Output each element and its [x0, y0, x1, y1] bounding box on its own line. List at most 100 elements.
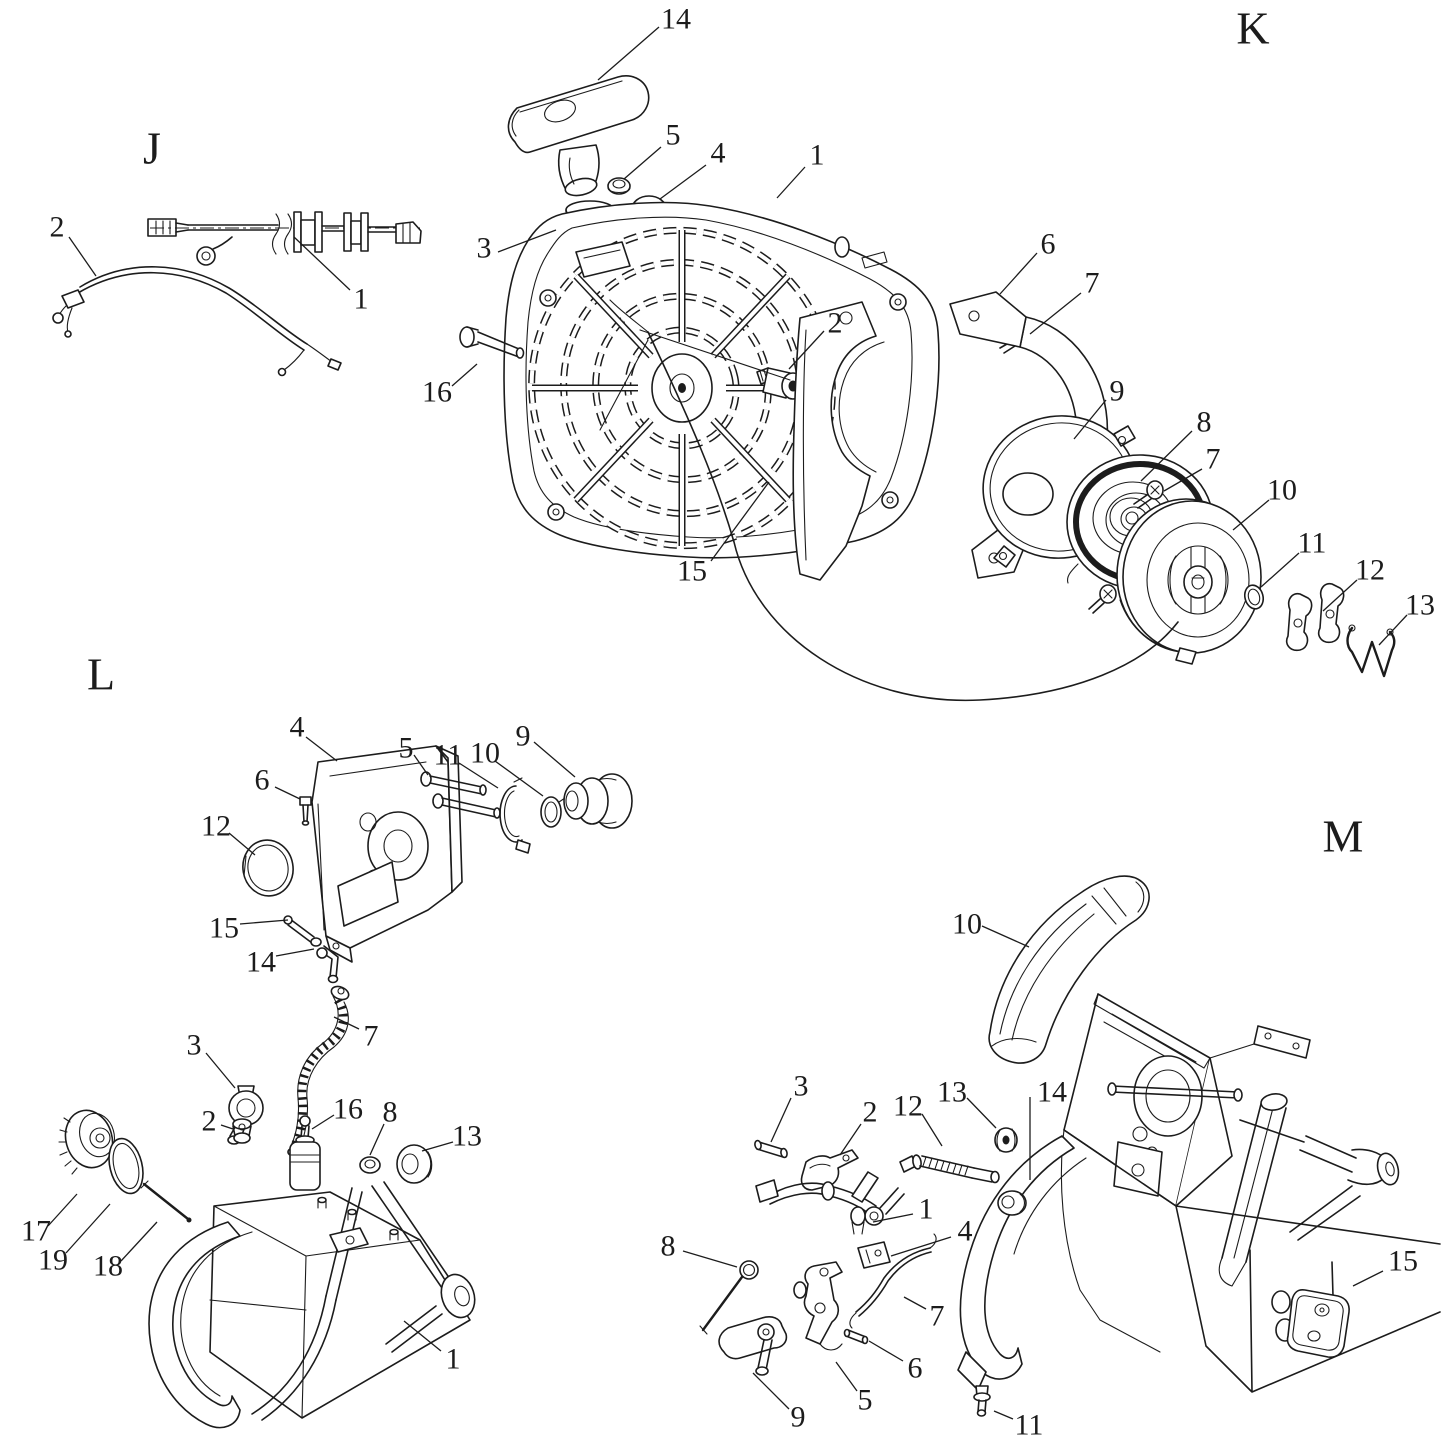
- leader-line-k-10: [1232, 499, 1270, 531]
- callout-l-3-primer-base: 3: [187, 1029, 202, 1062]
- leader-line-k-14: [597, 26, 660, 81]
- rope-rotor-drawing: [1116, 498, 1262, 665]
- callout-l-17-fuel-cap: 17: [21, 1215, 51, 1248]
- leader-line-l-5: [413, 754, 429, 776]
- leader-line-l-4: [305, 736, 338, 762]
- callout-l-10-sealing-ring: 10: [470, 737, 500, 770]
- leader-line-m-12: [921, 1113, 943, 1147]
- leader-line-m-13: [966, 1097, 997, 1129]
- stop-switch-drawing: [1271, 1289, 1350, 1358]
- leader-line-m-10: [981, 925, 1030, 948]
- seal-drawing: [359, 1156, 381, 1174]
- mounting-bracket-drawing: [311, 745, 463, 963]
- tank-housing-drawing: [148, 1181, 476, 1429]
- grommet-14-drawing: [997, 1190, 1027, 1216]
- callout-k-1-starter-housing: 1: [810, 139, 825, 172]
- leader-line-l-8: [369, 1123, 385, 1156]
- callout-m-5-throttle-latch: 5: [858, 1384, 873, 1417]
- callout-k-13-pawl-spring: 13: [1405, 589, 1435, 622]
- leader-line-k-7: [1163, 468, 1203, 492]
- leader-line-k-16: [451, 363, 478, 387]
- callout-l-7-fuel-hose: 7: [364, 1020, 379, 1053]
- callout-k-5-bushing: 5: [666, 119, 681, 152]
- callout-l-8-seal: 8: [383, 1096, 398, 1129]
- callout-l-16-fuel-filter: 16: [333, 1093, 363, 1126]
- leader-line-k-5: [623, 146, 662, 180]
- callout-k-2-stud-bolt: 2: [828, 307, 843, 340]
- leader-line-l-19: [65, 1203, 111, 1254]
- latch-block-drawing: [857, 1241, 891, 1269]
- leader-line-k-11: [1260, 552, 1300, 588]
- leader-line-m-15: [1352, 1270, 1384, 1287]
- callout-l-9-vent-cap: 9: [516, 720, 531, 753]
- callout-k-6-baffle-plate: 6: [1041, 228, 1056, 261]
- callout-k-4-washer: 4: [711, 137, 726, 170]
- fuel-hose-drawing: [287, 985, 350, 1157]
- leader-line-m-8: [682, 1250, 738, 1268]
- callout-k-11-retaining-washer: 11: [1298, 527, 1327, 560]
- retaining-pin-drawing: [140, 1180, 192, 1223]
- throttle-link-drawing: [849, 1233, 937, 1329]
- leader-line-l-15: [239, 919, 289, 925]
- leader-line-l-2: [220, 1124, 234, 1130]
- callout-m-7-throttle-link: 7: [930, 1300, 945, 1333]
- section-letter-j: J: [143, 123, 161, 174]
- leader-line-m-1: [872, 1213, 914, 1223]
- leader-line-k-7: [1029, 292, 1082, 335]
- elbow-fitting-drawing: [316, 945, 339, 984]
- rear-frame-drawing: [957, 993, 1441, 1393]
- callout-m-8-spring-wire: 8: [661, 1230, 676, 1263]
- leader-line-l-17: [47, 1193, 78, 1227]
- leader-line-l-18: [120, 1221, 158, 1262]
- callout-m-10-top-handle: 10: [952, 908, 982, 941]
- leader-line-l-16: [311, 1114, 335, 1130]
- leader-line-m-7: [903, 1296, 927, 1310]
- leader-line-l-3: [205, 1052, 236, 1089]
- top-handle-drawing: [988, 875, 1150, 1064]
- leader-line-k-1: [776, 166, 806, 199]
- ignition-lead-drawing: [52, 266, 342, 377]
- callout-l-1-tank-housing: 1: [446, 1343, 461, 1376]
- callout-k-15-starter-rope: 15: [677, 555, 707, 588]
- leader-line-m-11: [993, 1410, 1014, 1420]
- callout-m-15-stop-switch: 15: [1388, 1245, 1418, 1278]
- fuel-filter-drawing: [289, 1115, 321, 1191]
- spring-wire-drawing: [699, 1260, 759, 1335]
- leader-line-k-8: [1140, 430, 1193, 482]
- callout-l-5-bolt: 5: [399, 732, 414, 765]
- leader-line-k-9: [1073, 399, 1107, 440]
- screw-7b-drawing: [1133, 480, 1164, 509]
- leader-line-k-3: [497, 229, 557, 253]
- leader-line-l-13: [421, 1141, 454, 1152]
- callout-l-14-elbow-fitting: 14: [246, 946, 276, 979]
- throttle-rod-spring-drawing: [899, 1154, 1000, 1184]
- vent-cap-drawing: [563, 773, 633, 829]
- leader-line-l-7: [333, 1016, 360, 1030]
- starter-rope-drawing: [599, 299, 1179, 702]
- grommet-13-drawing: [994, 1127, 1018, 1153]
- callout-j-1-harness-sleeve: 1: [354, 283, 369, 316]
- leader-line-j-1: [293, 236, 351, 291]
- pin-6-drawing: [843, 1328, 869, 1345]
- fuel-line-drawing: [283, 915, 322, 947]
- callout-k-8-rewind-spring: 8: [1197, 406, 1212, 439]
- leader-line-k-13: [1378, 614, 1408, 646]
- section-m-art: [699, 875, 1441, 1417]
- screw-6-drawing: [299, 796, 312, 826]
- callout-k-7-screw: 7: [1085, 267, 1100, 300]
- section-j-art: [52, 211, 422, 377]
- callout-j-2-ignition-lead: 2: [50, 211, 65, 244]
- callout-k-16-bolt: 16: [422, 376, 452, 409]
- bushing-13-drawing: [396, 1144, 433, 1184]
- leader-line-l-6: [274, 786, 301, 800]
- leader-line-k-6: [999, 252, 1038, 295]
- grommet-2-drawing: [232, 1118, 252, 1144]
- callout-l-2-grommet: 2: [202, 1105, 217, 1138]
- leader-line-k-12: [1322, 579, 1358, 612]
- throttle-trigger-drawing: [718, 1316, 788, 1376]
- clamp-drawing: [499, 777, 531, 854]
- fuel-cap-drawing: [58, 1109, 115, 1175]
- section-letter-k: K: [1236, 3, 1269, 54]
